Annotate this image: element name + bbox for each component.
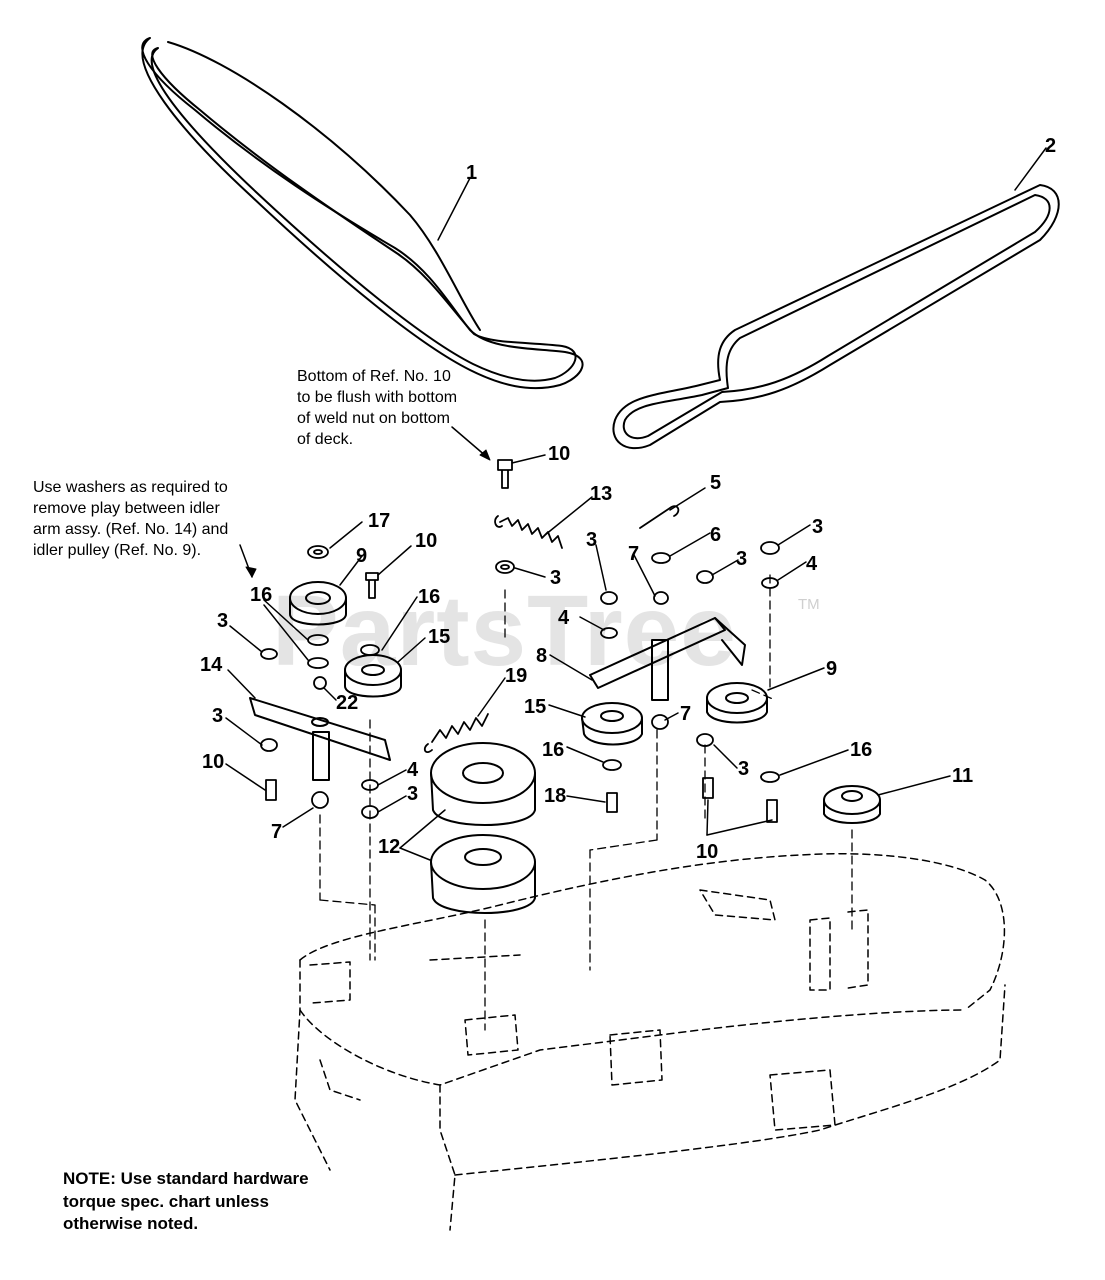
idler-arm-14	[249, 697, 391, 781]
callout-4: 4	[407, 759, 419, 781]
belt-2	[612, 184, 1060, 450]
callout-7: 7	[271, 821, 282, 843]
note-weld-nut: Bottom of Ref. No. 10 to be flush with b…	[297, 368, 458, 448]
callout-10: 10	[696, 841, 718, 863]
callout-15: 15	[524, 696, 546, 718]
callout-19: 19	[505, 665, 527, 687]
callout-10: 10	[548, 443, 570, 465]
spring-13	[494, 515, 563, 549]
callout-17: 17	[368, 510, 390, 532]
pulley-12-upper	[430, 742, 536, 826]
note-torque: NOTE: Use standard hardware torque spec.…	[63, 1169, 309, 1233]
callout-4: 4	[558, 607, 570, 629]
pulley-15-left	[344, 654, 402, 698]
callout-8: 8	[536, 645, 547, 667]
callout-16: 16	[850, 739, 872, 761]
mower-deck	[294, 853, 1006, 1231]
callout-13: 13	[590, 483, 612, 505]
alignment-lines	[319, 574, 853, 1031]
leader-lines	[225, 147, 1047, 861]
callout-3: 3	[550, 567, 561, 589]
callout-14: 14	[200, 654, 223, 676]
callout-3: 3	[736, 548, 747, 570]
arrow-head	[245, 566, 257, 578]
callout-12: 12	[378, 836, 400, 858]
callout-7: 7	[628, 543, 639, 565]
callout-22: 22	[336, 692, 358, 714]
callout-10: 10	[202, 751, 224, 773]
callout-16: 16	[250, 584, 272, 606]
watermark: PartsTree	[272, 575, 737, 687]
callout-6: 6	[710, 524, 721, 546]
belt-1	[141, 37, 584, 390]
hardware	[260, 459, 780, 823]
callout-1: 1	[466, 162, 477, 184]
arrow-head	[479, 449, 491, 461]
callout-3: 3	[407, 783, 418, 805]
callout-2: 2	[1045, 135, 1056, 157]
callout-16: 16	[418, 586, 440, 608]
spring-19	[423, 713, 489, 754]
callout-labels: 1 2 5 10 13 3 17 9 10 16 16 3 15 14 22 1…	[200, 135, 1056, 863]
callout-15: 15	[428, 626, 450, 648]
bracket-8	[589, 617, 746, 701]
callout-3: 3	[738, 758, 749, 780]
callout-10: 10	[415, 530, 437, 552]
note-washers: Use washers as required to remove play b…	[33, 479, 229, 559]
callout-11: 11	[952, 765, 973, 787]
callout-3: 3	[217, 610, 228, 632]
callout-5: 5	[710, 472, 721, 494]
callout-3: 3	[812, 516, 823, 538]
pulley-9-left	[289, 581, 347, 626]
trademark-mark: TM	[798, 596, 820, 613]
callout-9: 9	[826, 658, 837, 680]
callout-4: 4	[806, 553, 818, 575]
pulley-12-lower	[430, 834, 536, 914]
pulley-11	[823, 785, 881, 824]
callout-3: 3	[586, 529, 597, 551]
pulley-9-right	[706, 682, 768, 724]
callout-18: 18	[544, 785, 566, 807]
pulley-15-center	[581, 702, 643, 746]
callout-9: 9	[356, 545, 367, 567]
callout-7: 7	[680, 703, 691, 725]
callout-16: 16	[542, 739, 564, 761]
callout-3: 3	[212, 705, 223, 727]
